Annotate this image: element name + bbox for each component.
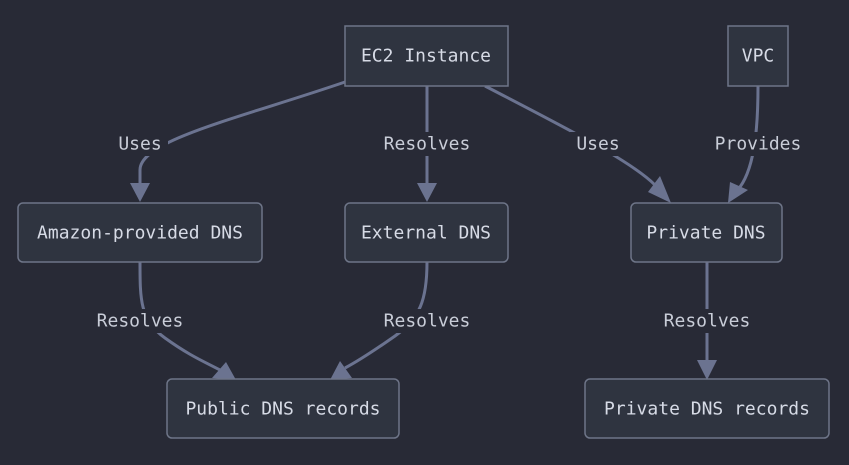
node-private-dns[interactable]: Private DNS bbox=[630, 202, 783, 263]
node-external-dns[interactable]: External DNS bbox=[344, 202, 509, 263]
edge-label-uses: Uses bbox=[576, 134, 619, 155]
node-private-dns-records[interactable]: Private DNS records bbox=[584, 378, 830, 439]
arrowhead bbox=[648, 176, 671, 203]
arrowhead bbox=[330, 361, 352, 380]
edge-private-dns-to-private-records: Resolves bbox=[656, 262, 758, 380]
node-label: Amazon-provided DNS bbox=[37, 223, 243, 244]
edge-vpc-to-private-dns: Provides bbox=[708, 85, 808, 203]
node-label: Private DNS bbox=[646, 223, 765, 244]
edge-ec2-to-amazon-dns: Uses bbox=[112, 80, 346, 202]
node-label: External DNS bbox=[361, 223, 491, 244]
edge-label-resolves: Resolves bbox=[384, 311, 471, 332]
arrowhead bbox=[728, 182, 748, 203]
edge-amazon-dns-to-public-records: Resolves bbox=[90, 261, 236, 380]
edge-label-resolves: Resolves bbox=[97, 311, 184, 332]
edge-external-dns-to-public-records: Resolves bbox=[330, 261, 478, 380]
node-label: Private DNS records bbox=[604, 399, 810, 420]
edge-label-resolves: Resolves bbox=[384, 134, 471, 155]
arrowhead bbox=[697, 360, 717, 380]
node-vpc[interactable]: VPC bbox=[727, 25, 789, 87]
node-public-dns-records[interactable]: Public DNS records bbox=[166, 378, 400, 439]
node-amazon-provided-dns[interactable]: Amazon-provided DNS bbox=[17, 202, 263, 263]
node-label: Public DNS records bbox=[185, 399, 380, 420]
edge-ec2-to-private-dns: Uses bbox=[484, 84, 671, 203]
node-ec2-instance[interactable]: EC2 Instance bbox=[344, 25, 509, 87]
node-label: EC2 Instance bbox=[361, 46, 491, 67]
edge-label-provides: Provides bbox=[715, 134, 802, 155]
arrowhead bbox=[417, 183, 437, 202]
edge-label-resolves: Resolves bbox=[664, 311, 751, 332]
arrowhead bbox=[212, 362, 236, 380]
node-label: VPC bbox=[742, 46, 775, 67]
arrowhead bbox=[130, 183, 150, 202]
edge-label-uses: Uses bbox=[118, 134, 161, 155]
edge-ec2-to-external-dns: Resolves bbox=[376, 86, 478, 202]
